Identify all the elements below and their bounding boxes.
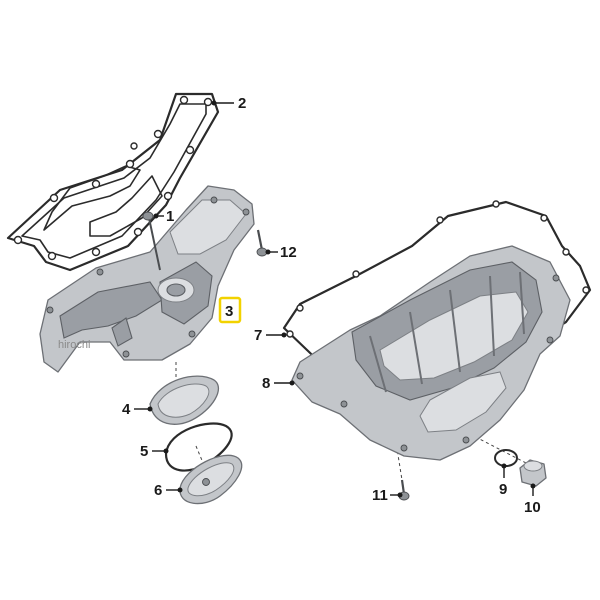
part-4-strainer <box>149 375 220 425</box>
callout-9: 9 <box>499 463 507 498</box>
part-8-oilpan <box>291 245 571 461</box>
part-12-bolt <box>256 229 268 257</box>
callout-7: 7 <box>254 327 287 344</box>
part-10-drain-plug <box>519 459 547 487</box>
callout-3: 3 <box>218 296 242 324</box>
callout-6: 6 <box>154 482 183 499</box>
alignment-line-cover <box>195 445 207 471</box>
callout-3-highlight <box>218 296 242 324</box>
svg-text:2: 2 <box>238 95 246 112</box>
callout-11: 11 <box>372 487 403 504</box>
part-3-housing <box>39 185 255 373</box>
part-6-cover <box>179 454 243 505</box>
svg-text:6: 6 <box>154 482 162 499</box>
part-9-washer <box>494 449 518 467</box>
svg-text:1: 1 <box>166 208 174 225</box>
callout-10: 10 <box>524 483 541 516</box>
part-1-bolt <box>142 211 161 271</box>
svg-text:10: 10 <box>524 499 541 516</box>
callout-2: 2 <box>211 95 246 112</box>
svg-text:4: 4 <box>122 401 131 418</box>
callout-12: 12 <box>265 244 297 261</box>
svg-text:9: 9 <box>499 481 507 498</box>
watermark-text: hirochi <box>58 339 90 351</box>
callout-8: 8 <box>262 375 295 392</box>
callout-4: 4 <box>122 401 153 418</box>
callout-1: 1 <box>153 208 174 225</box>
svg-text:8: 8 <box>262 375 270 392</box>
svg-text:11: 11 <box>372 487 388 504</box>
part-2-upper-gasket <box>6 92 220 272</box>
svg-text:5: 5 <box>140 443 148 460</box>
svg-text:3: 3 <box>225 303 233 320</box>
alignment-line-drain <box>469 433 529 465</box>
callout-5: 5 <box>140 443 169 460</box>
svg-text:12: 12 <box>280 244 297 261</box>
svg-text:7: 7 <box>254 327 262 344</box>
part-5-oring <box>164 422 233 472</box>
